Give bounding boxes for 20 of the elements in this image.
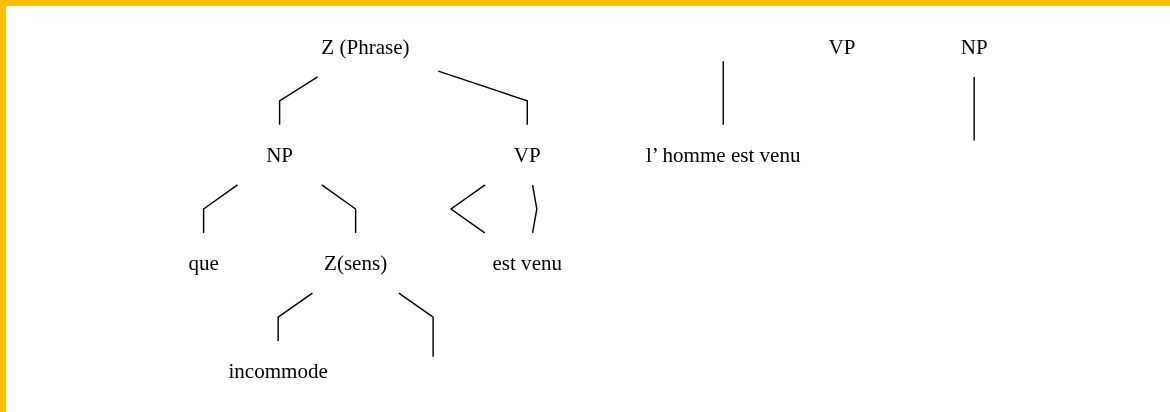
- tree-line: [277, 292, 314, 342]
- node-text: est venu: [492, 251, 563, 276]
- tree-line: [531, 184, 538, 234]
- node-text: Z (Phrase): [321, 34, 410, 59]
- tree-line: [449, 184, 486, 234]
- tree-line: [722, 60, 724, 126]
- node-text: incommode: [228, 359, 328, 384]
- node-text: Z(sens): [324, 251, 388, 276]
- node-text: que: [188, 251, 219, 276]
- node-text: VP: [513, 142, 541, 167]
- node-text: l’ homme est venu: [645, 142, 801, 167]
- tree-line: [278, 76, 319, 126]
- tree-line: [398, 292, 434, 358]
- tree-line: [202, 184, 239, 234]
- node-text: VP: [828, 34, 856, 59]
- node-text: NP: [960, 34, 988, 59]
- node-text: NP: [266, 142, 294, 167]
- tree-line: [973, 76, 975, 142]
- tree-line: [437, 70, 528, 126]
- tree-line: [321, 184, 357, 234]
